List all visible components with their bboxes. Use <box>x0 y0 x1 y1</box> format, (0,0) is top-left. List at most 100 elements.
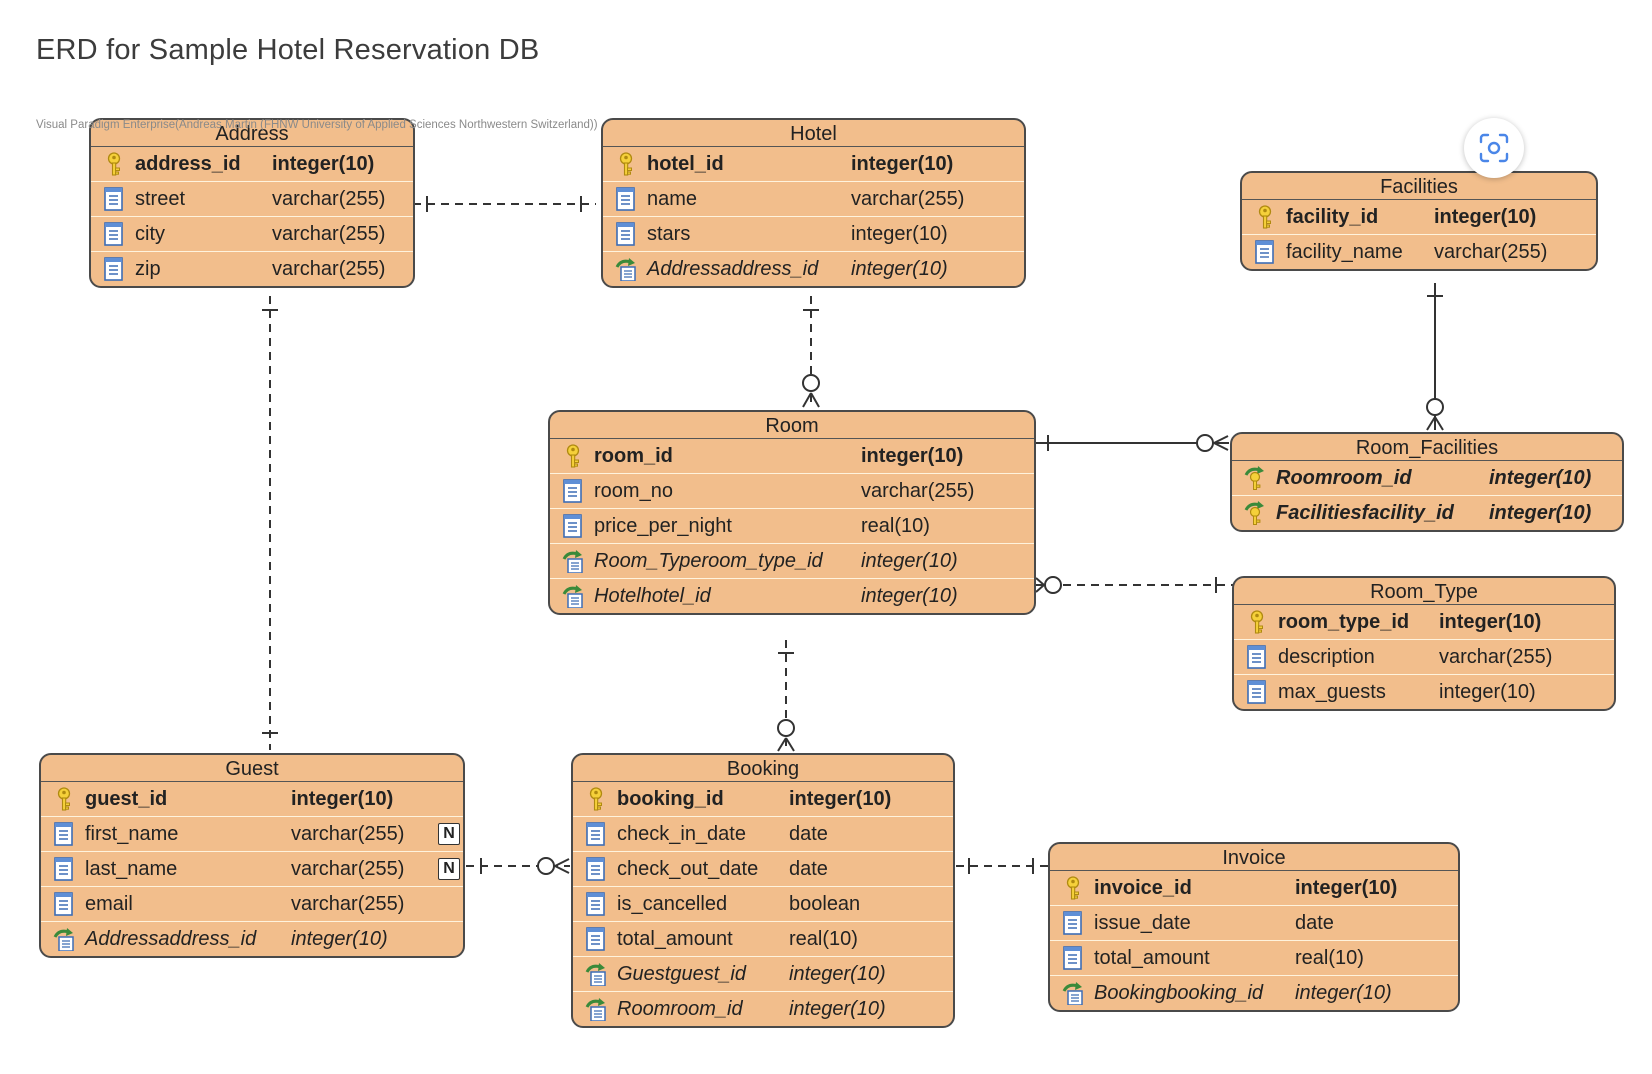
column-type: varchar(255) <box>851 188 965 210</box>
column-type: integer(10) <box>851 223 948 245</box>
column-icon <box>585 857 607 881</box>
column-icon <box>1062 946 1084 970</box>
column-name: price_per_night <box>594 515 732 537</box>
column-row[interactable]: name varchar(255) <box>603 182 1024 217</box>
column-name: is_cancelled <box>617 893 728 915</box>
column-icon <box>1246 645 1268 669</box>
column-type: integer(10) <box>851 258 948 280</box>
column-type: integer(10) <box>861 550 958 572</box>
foreign-key-icon <box>1244 501 1266 525</box>
column-name: zip <box>135 258 161 280</box>
column-name: address_id <box>135 153 241 175</box>
column-name: guest_id <box>85 788 168 810</box>
column-icon <box>103 187 125 211</box>
column-type: integer(10) <box>1439 681 1536 703</box>
nullable-badge: N <box>438 858 460 880</box>
column-row[interactable]: zip varchar(255) <box>91 252 413 286</box>
column-type: integer(10) <box>1489 502 1592 524</box>
rel-facilities-roomfacilities <box>1426 283 1444 431</box>
column-icon <box>53 857 75 881</box>
column-type: date <box>1295 912 1334 934</box>
column-type: integer(10) <box>789 788 892 810</box>
column-icon <box>53 892 75 916</box>
column-type: varchar(255) <box>1434 241 1548 263</box>
column-row[interactable]: total_amount real(10) <box>1050 941 1458 976</box>
column-name: email <box>85 893 133 915</box>
column-row[interactable]: email varchar(255) <box>41 887 463 922</box>
column-name: Addressaddress_id <box>647 258 819 280</box>
column-name: stars <box>647 223 691 245</box>
column-type: varchar(255) <box>291 858 405 880</box>
column-row[interactable]: issue_date date <box>1050 906 1458 941</box>
column-row[interactable]: Addressaddress_id integer(10) <box>603 252 1024 286</box>
watermark: Visual Paradigm Enterprise(Andreas Marti… <box>36 119 598 131</box>
column-row[interactable]: stars integer(10) <box>603 217 1024 252</box>
column-icon <box>1246 680 1268 704</box>
column-name: name <box>647 188 698 210</box>
column-name: Hotelhotel_id <box>594 585 711 607</box>
entity-title: Guest <box>225 758 279 780</box>
column-icon <box>562 479 584 503</box>
foreign-key-icon <box>615 257 637 282</box>
column-type: varchar(255) <box>272 258 386 280</box>
column-name: issue_date <box>1094 912 1191 934</box>
column-icon <box>585 822 607 846</box>
rel-room-roomfacilities <box>1034 434 1229 452</box>
column-name: Roomroom_id <box>1276 467 1412 489</box>
rel-address-hotel <box>413 196 596 212</box>
column-type: varchar(255) <box>291 893 405 915</box>
column-icon <box>103 222 125 246</box>
column-name: hotel_id <box>647 153 724 175</box>
column-type: integer(10) <box>1295 877 1398 899</box>
column-type: integer(10) <box>1295 982 1392 1004</box>
foreign-key-icon <box>585 997 607 1022</box>
key-icon <box>1246 610 1268 634</box>
column-type: real(10) <box>1295 947 1364 969</box>
entity-title: Booking <box>726 758 800 780</box>
visual-search-button[interactable] <box>1464 118 1524 178</box>
column-name: total_amount <box>1094 947 1210 969</box>
entity-title: Room_Facilities <box>1355 437 1499 459</box>
column-row[interactable]: Hotelhotel_id integer(10) <box>550 579 1034 613</box>
column-name: facility_id <box>1286 206 1379 228</box>
column-type: integer(10) <box>861 585 958 607</box>
